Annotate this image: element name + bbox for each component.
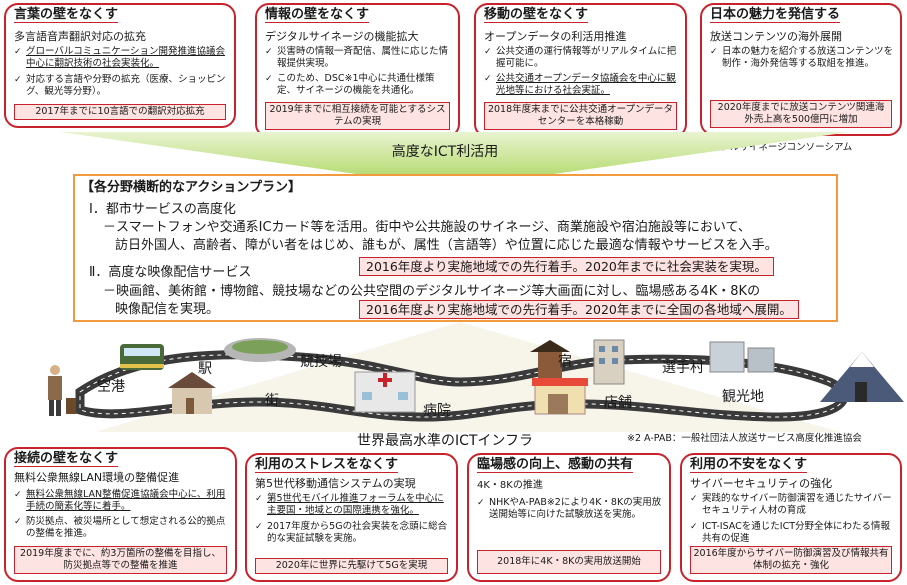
check-icon: ✓ [14,490,22,500]
card-title: 利用の不安をなくす [690,457,808,473]
card-title: 移動の壁をなくす [484,7,589,23]
bullet: ✓無料公衆無線LAN整備促進協議会中心に、利用手続の簡素化等に着手。 [14,489,226,512]
card-mobility-barrier: 移動の壁をなくす オープンデータの利活用推進 ✓公共交通の運行情報等がリアルタイ… [474,3,687,138]
check-icon: ✓ [484,47,492,57]
target-box: 2019年までに相互接続を可能とするシステムの実現 [265,102,450,130]
card-subtitle: オープンデータの利活用推進 [484,30,627,43]
check-icon: ✓ [484,74,492,84]
label-hospital: 病院 [423,403,451,419]
bullet: ✓実践的なサイバー防御演習を通じたサイバーセキュリティ人材の育成 [690,493,892,516]
bullet: ✓NHKやA-PAB※2により4K・8Kの実用放送開始等に向けた試験放送を実施。 [477,497,662,520]
bullet: ✓2017年度から5Gの社会実装を念頭に総合的な実証試験を実施。 [255,521,448,544]
action-plan-item2-heading: Ⅱ．高度な映像配信サービス [89,265,252,280]
card-title: 接続の壁をなくす [14,451,119,467]
action-plan-item1-target: 2016年度より実施地域での先行着手。2020年までに社会実装を実現。 [359,257,774,276]
label-airport: 空港 [97,379,125,395]
hospital-icon [354,371,416,413]
houses-icon [168,372,216,414]
card-subtitle: 多言語音声翻訳対応の拡充 [14,30,146,43]
target-box: 2020年度までに放送コンテンツ関連海外売上高を500億円に増加 [710,100,892,128]
check-icon: ✓ [710,47,718,57]
bullet: ✓ICT-ISACを通じたICT分野全体にわたる情報共有の促進 [690,521,891,544]
village-icon [709,341,775,373]
action-plan-item1-line1: －スマートフォンや交通系ICカード等を活用。街中や公共施設のサイネージ、商業施設… [103,220,751,235]
train-icon [120,344,164,370]
bullet: ✓対応する言語や分野の拡充（医療、ショッピング、観光等分野）。 [14,74,226,97]
bullet: ✓災害時の情報一斉配信、属性に応じた情報提供実現。 [265,46,449,69]
traveler-icon [48,365,76,416]
label-station: 駅 [198,361,212,377]
label-street: 街 [265,393,279,409]
label-stadium: 競技場 [300,354,342,370]
action-plan-item1-heading: Ⅰ．都市サービスの高度化 [89,202,236,217]
check-icon: ✓ [265,47,273,57]
card-subtitle: 無料公衆無線LAN環境の整備促進 [14,471,180,484]
action-plan-item2-target: 2016年度より実施地域での先行着手。2020年までに全国の各地域へ展開。 [359,300,799,319]
label-sightseeing: 観光地 [722,389,764,405]
check-icon: ✓ [14,75,22,85]
check-icon: ✓ [265,74,273,84]
bullet: ✓このため、DSC※1中心に共通仕様策定、サイネージの機能を共通化。 [265,73,435,96]
card-information-barrier: 情報の壁をなくす デジタルサイネージの機能拡大 ✓災害時の情報一斉配信、属性に応… [255,3,460,138]
bullet: ✓第5世代モバイル推進フォーラムを中心に主要国・地域との国際連携を強化。 [255,493,444,516]
bullet: ✓日本の魅力を紹介する放送コンテンツを制作・海外発信等する取組を推進。 [710,46,894,69]
action-plan-title: 【各分野横断的なアクションプラン】 [81,180,301,195]
target-box: 2018年度末までに公共交通オープンデータセンターを本格稼動 [484,102,677,130]
check-icon: ✓ [690,522,698,532]
card-title: 臨場感の向上、感動の共有 [477,457,634,473]
bullet: ✓公共交通オープンデータ協議会を中心に観光地等における社会実証。 [484,73,676,96]
card-subtitle: サイバーセキュリティの強化 [690,477,833,490]
bullet: ✓グローバルコミュニケーション開発推進協議会中心に翻訳技術の社会実装化。 [14,46,226,69]
ict-utilization-triangle [60,132,850,188]
mount-fuji-icon [820,352,904,402]
hotel-icon [593,339,625,385]
card-connection-barrier: 接続の壁をなくす 無料公衆無線LAN環境の整備促進 ✓無料公衆無線LAN整備促進… [4,447,237,582]
card-realism: 臨場感の向上、感動の共有 4K・8Kの推進 ✓NHKやA-PAB※2により4K・… [467,453,671,582]
check-icon: ✓ [14,517,22,527]
target-box: 2020年に世界に先駆けて5Gを実現 [255,558,448,574]
action-plan-box: 【各分野横断的なアクションプラン】 Ⅰ．都市サービスの高度化 －スマートフォンや… [73,174,838,322]
stadium-icon [224,338,296,362]
check-icon: ✓ [477,498,485,508]
target-box: 2017年までに10言語での翻訳対応拡充 [14,104,226,120]
card-subtitle: 放送コンテンツの海外展開 [710,30,842,43]
card-subtitle: 第5世代移動通信システムの実現 [255,477,416,490]
shop-icon [532,378,588,415]
footnote-apab: ※2 A-PAB：一般社団法人放送サービス高度化推進協会 [627,433,862,444]
check-icon: ✓ [255,494,263,504]
action-plan-item1-line2: 訪日外国人、高齢者、障がい者をはじめ、誰もが、属性（言語等）や位置に応じた最適な… [115,238,778,253]
target-box: 2016年度からサイバー防御演習及び情報共有体制の拡充・強化 [690,546,892,574]
card-language-barrier: 言葉の壁をなくす 多言語音声翻訳対応の拡充 ✓グローバルコミュニケーション開発推… [4,3,236,128]
check-icon: ✓ [690,494,698,504]
action-plan-item2-line2: 映像配信を実現。 [115,302,220,317]
city-illustration [48,322,904,432]
check-icon: ✓ [14,47,22,57]
card-usage-stress: 利用のストレスをなくす 第5世代移動通信システムの実現 ✓第5世代モバイル推進フ… [245,453,458,582]
card-subtitle: 4K・8Kの推進 [477,480,543,491]
check-icon: ✓ [255,522,263,532]
bullet: ✓防災拠点、被災場所として想定される公的拠点の整備を推進。 [14,516,226,539]
target-box: 2019年度までに、約3万箇所の整備を目指し、防災拠点等での整備を推進 [14,546,227,574]
card-japan-appeal: 日本の魅力を発信する 放送コンテンツの海外展開 ✓日本の魅力を紹介する放送コンテ… [700,3,902,136]
card-title: 日本の魅力を発信する [710,7,841,23]
ict-utilization-label: 高度なICT利活用 [391,144,499,160]
label-shop: 店舗 [604,395,632,411]
ict-infra-label: 世界最高水準のICTインフラ [356,433,534,449]
label-inn: 宿 [558,354,572,370]
action-plan-item2-line1: －映画館、美術館・博物館、競技場などの公共空間のデジタルサイネージ等大画面に対し… [103,284,761,299]
label-village: 選手村 [662,360,704,376]
pagoda-icon [530,340,570,378]
card-title: 利用のストレスをなくす [255,457,399,473]
bullet: ✓公共交通の運行情報等がリアルタイムに把握可能に。 [484,46,677,69]
card-usage-anxiety: 利用の不安をなくす サイバーセキュリティの強化 ✓実践的なサイバー防御演習を通じ… [680,453,902,582]
card-title: 言葉の壁をなくす [14,7,119,23]
target-box: 2018年に4K・8Kの実用放送開始 [477,550,661,574]
card-subtitle: デジタルサイネージの機能拡大 [265,30,419,43]
card-title: 情報の壁をなくす [265,7,370,23]
